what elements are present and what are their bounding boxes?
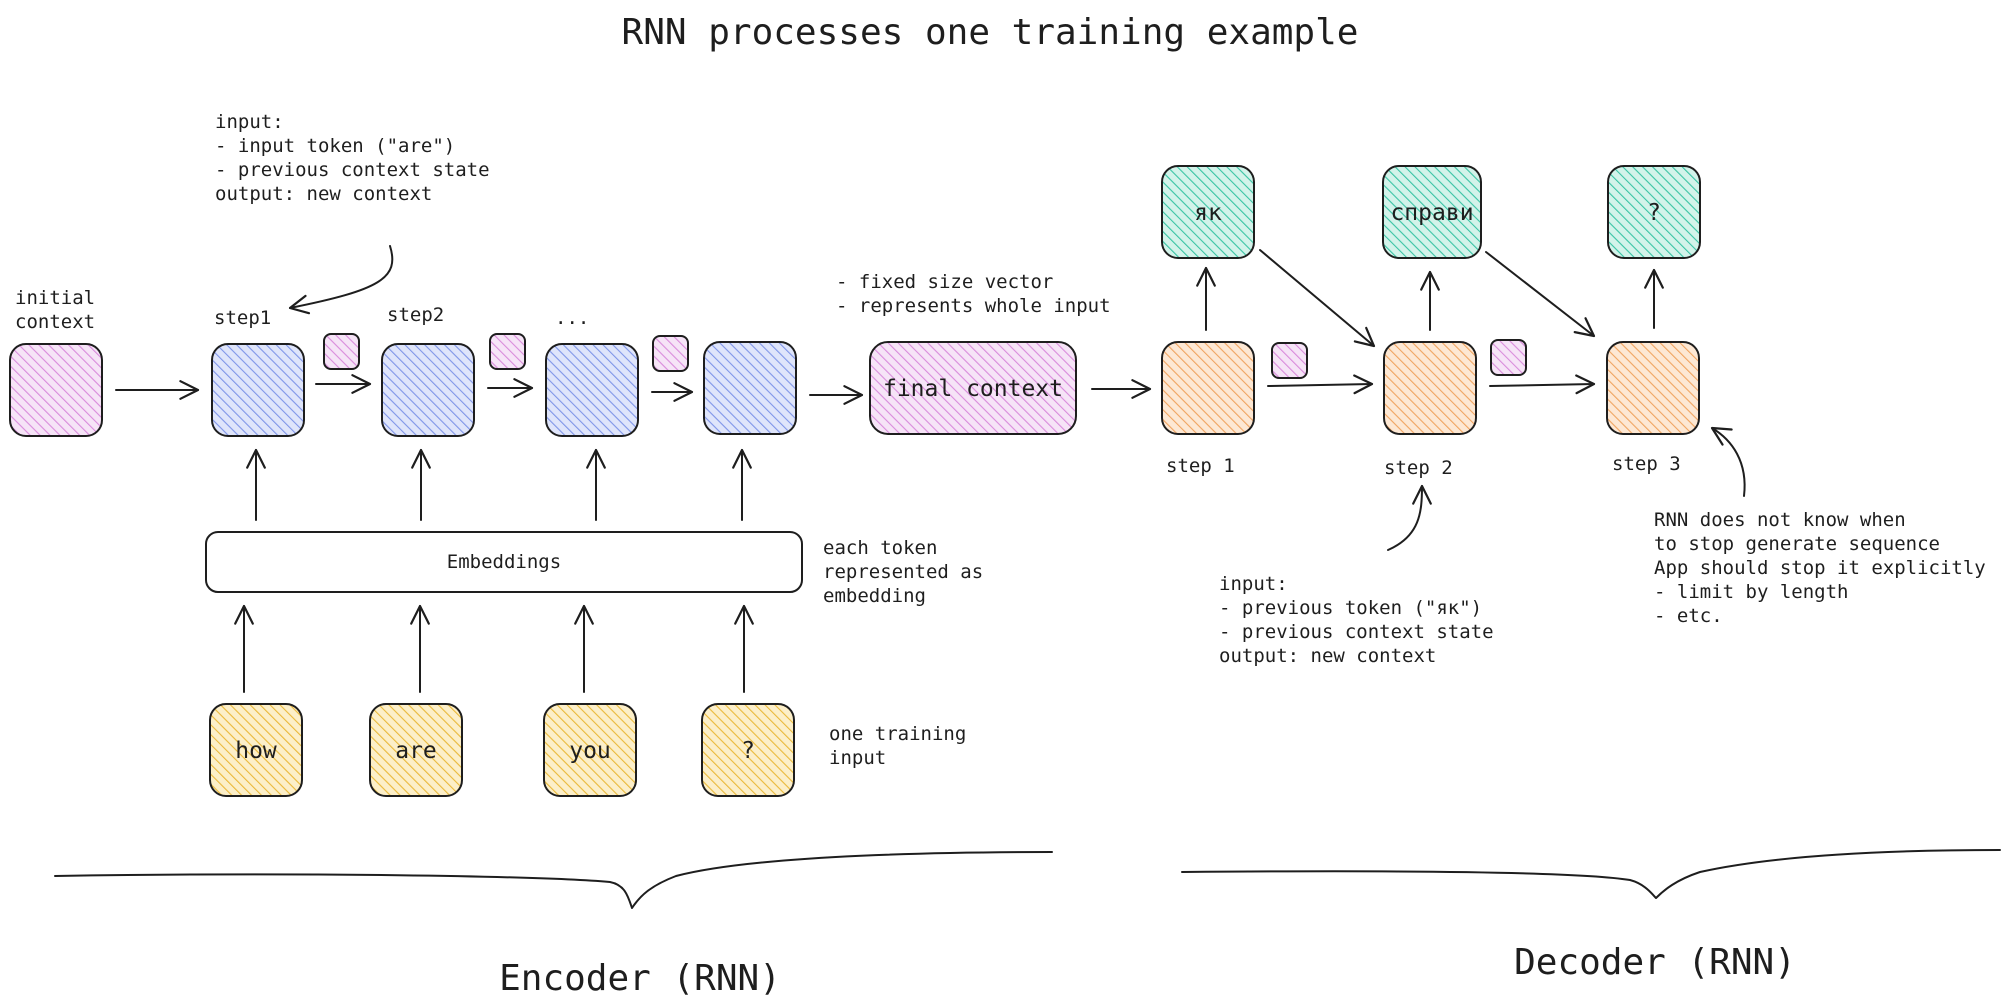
arrow-dec2-to-dec3 <box>1489 374 1596 395</box>
arrow-stop-note-to-dec3 <box>1710 426 1746 497</box>
token-label-how: how <box>235 738 277 764</box>
encoder-step-ellipsis-label: ... <box>555 307 589 329</box>
training-input-note: one training input <box>829 723 978 769</box>
decoder-cell-1 <box>1161 341 1255 435</box>
decoder-context-vector-1 <box>1271 342 1308 379</box>
output-box-3 <box>1607 165 1701 259</box>
encoder-step1-label: step1 <box>214 307 271 329</box>
initial-context-label: initial context <box>15 287 107 333</box>
encoder-cell-2 <box>381 343 475 437</box>
decoder-step3-label: step 3 <box>1612 453 1681 475</box>
context-vector-2 <box>489 333 526 370</box>
final-context-box <box>869 341 1077 435</box>
decoder-step1-label: step 1 <box>1166 455 1235 477</box>
encoder-brace <box>54 851 1053 909</box>
embeddings-label: Embeddings <box>447 551 561 573</box>
decoder-label: Decoder (RNN) <box>1514 942 1796 983</box>
token-label-are: are <box>395 738 437 764</box>
encoder-cell-3 <box>545 343 639 437</box>
encoder-label: Encoder (RNN) <box>499 958 781 999</box>
decoder-step-note: input: - previous token ("як") - previou… <box>1219 573 1505 667</box>
embeddings-box <box>205 531 803 593</box>
embedding-note: each token represented as embedding <box>823 537 995 607</box>
token-box-question <box>701 703 795 797</box>
arrow-output1-to-dec2 <box>1259 249 1376 348</box>
stop-note: RNN does not know when to stop generate … <box>1654 509 1997 627</box>
context-vector-1 <box>323 333 360 370</box>
token-label-you: you <box>569 738 611 764</box>
arrow-output2-to-dec3 <box>1485 251 1596 338</box>
arrow-note-to-step1 <box>288 245 394 315</box>
initial-context-box <box>9 343 103 437</box>
token-box-you <box>543 703 637 797</box>
output-label-2: справи <box>1390 200 1473 226</box>
output-label-1: як <box>1194 200 1222 226</box>
token-label-question: ? <box>741 738 755 764</box>
output-label-3: ? <box>1647 200 1661 226</box>
decoder-brace <box>1181 849 2001 899</box>
output-box-1 <box>1161 165 1255 259</box>
token-box-how <box>209 703 303 797</box>
final-context-note: - fixed size vector - represents whole i… <box>836 271 1111 317</box>
encoder-step2-label: step2 <box>387 304 444 326</box>
encoder-cell-4 <box>703 341 797 435</box>
arrow-note-to-dec-step2 <box>1387 484 1432 551</box>
context-vector-3 <box>652 335 689 372</box>
final-context-label: final context <box>883 376 1063 402</box>
encoder-step-note: input: - input token ("are") - previous … <box>215 111 501 205</box>
diagram-title: RNN processes one training example <box>622 12 1359 53</box>
token-box-are <box>369 703 463 797</box>
arrow-dec1-to-dec2 <box>1267 374 1374 395</box>
output-box-2 <box>1382 165 1482 259</box>
decoder-context-vector-2 <box>1490 339 1527 376</box>
decoder-step2-label: step 2 <box>1384 457 1453 479</box>
decoder-cell-2 <box>1383 341 1477 435</box>
decoder-cell-3 <box>1606 341 1700 435</box>
encoder-cell-1 <box>211 343 305 437</box>
